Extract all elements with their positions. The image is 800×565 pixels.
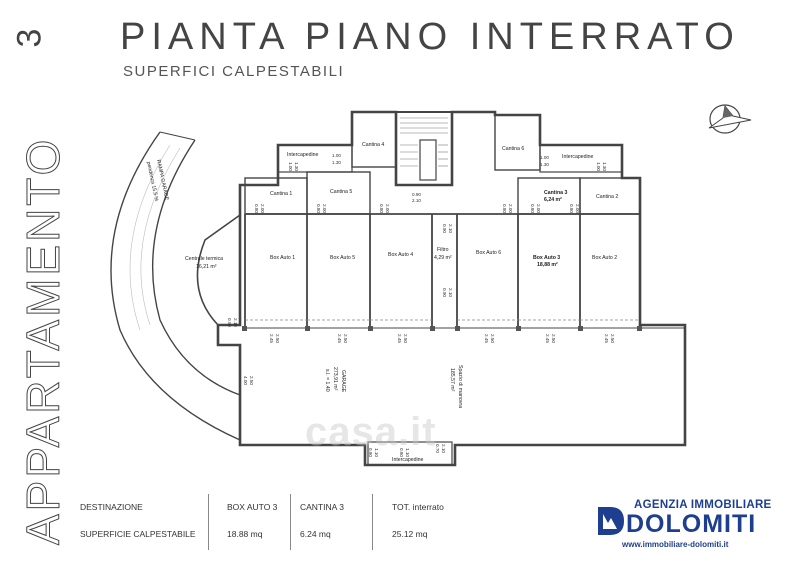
col3-header: CANTINA 3	[300, 502, 344, 512]
garage-area: 273,91 m²	[332, 367, 338, 391]
dim-label: 2.00	[260, 204, 265, 213]
dim-label: 2.10	[448, 224, 453, 233]
dim-label: 1.00	[596, 162, 601, 171]
intercapedine-left-label: Intercapedine	[287, 152, 319, 158]
garage-label: GARAGE	[340, 370, 346, 393]
table-divider	[290, 494, 291, 550]
col4-row: 25.12 mq	[392, 529, 428, 539]
dim-label: 2.50	[275, 334, 280, 343]
dim-label: 2.10	[233, 318, 238, 327]
filtro-area: 4,29 m²	[434, 255, 452, 261]
cantina-1-label: Cantina 1	[270, 191, 292, 197]
dim-label: 1.30	[602, 162, 607, 171]
dim-label: 1.10	[405, 448, 410, 457]
col3-row: 6.24 mq	[300, 529, 331, 539]
dim-label: 2.10	[448, 288, 453, 297]
watermark: casa.it	[305, 410, 437, 454]
dim-label: 2.50	[490, 334, 495, 343]
dim-label: 0.80	[368, 448, 373, 457]
dim-label: 1.30	[332, 160, 341, 165]
agency-url: www.immobiliare-dolomiti.it	[622, 540, 729, 549]
col4-header: TOT. interrato	[392, 502, 444, 512]
col2-header: BOX AUTO 3	[227, 502, 278, 512]
dim-label: 1.00	[288, 162, 293, 171]
side-title-text: APPARTAMENTO	[17, 137, 69, 545]
dim-label: 2.00	[536, 204, 541, 213]
centrale-termica-area: 16,21 m²	[196, 264, 217, 270]
box-3-area: 18,88 m²	[537, 262, 558, 268]
manovra-area: 185,57 m²	[449, 368, 455, 392]
dim-label: 0.80	[379, 204, 384, 213]
dim-label: 1.00	[332, 153, 341, 158]
dim-label: 2.50	[343, 334, 348, 343]
dim-label: 2.50	[610, 334, 615, 343]
dim-label: 0.80	[502, 204, 507, 213]
manovra-label: Spazio di manovra	[457, 365, 463, 408]
dim-label: 2.00	[322, 204, 327, 213]
cantina-6-label: Cantina 6	[502, 146, 524, 152]
agency-logo-main: DOLOMITI	[626, 510, 757, 538]
side-title: APPARTAMENTO	[4, 130, 84, 550]
col2-row: 18.88 mq	[227, 529, 263, 539]
dim-label: 4.00	[243, 376, 248, 385]
intercapedine-bottom-label: Intercapedine	[392, 457, 424, 463]
box-6-label: Box Auto 6	[476, 250, 501, 256]
dim-label: 0.90	[227, 318, 232, 327]
dim-label: 0.80	[254, 204, 259, 213]
table-divider	[208, 494, 209, 550]
dim-label: 2.00	[575, 204, 580, 213]
dim-label: 0.90	[412, 192, 421, 197]
intercapedine-right-label: Intercapedine	[562, 154, 594, 160]
dim-label: 0.80	[316, 204, 321, 213]
garage-height: s.l. = 1.40	[324, 369, 330, 392]
dim-label: 2.45	[337, 334, 342, 343]
dim-label: 0.70	[435, 444, 440, 453]
table-divider	[372, 494, 373, 550]
north-arrow-icon	[703, 98, 755, 140]
dim-label: 2.45	[484, 334, 489, 343]
col1-row: SUPERFICIE CALPESTABILE	[80, 529, 196, 539]
dim-label: 0.90	[442, 224, 447, 233]
dim-label: 2.50	[249, 376, 254, 385]
cantina-3-area: 6,24 m²	[544, 197, 562, 203]
dim-label: 2.45	[397, 334, 402, 343]
dim-label: 1.10	[374, 448, 379, 457]
summary-table: DESTINAZIONE SUPERFICIE CALPESTABILE BOX…	[70, 494, 490, 550]
cantina-5-label: Cantina 5	[330, 189, 352, 195]
agency-logo: AGENZIA IMMOBILIARE DOLOMITI www.immobil…	[596, 497, 786, 549]
dim-label: 0.80	[399, 448, 404, 457]
page-subtitle: SUPERFICI CALPESTABILI	[123, 63, 345, 80]
dolomiti-logo-icon	[598, 507, 624, 535]
dim-label: 1.30	[540, 162, 549, 167]
dim-label: 2.10	[441, 444, 446, 453]
filtro-label: Filtro	[437, 247, 449, 253]
dim-label: 1.00	[540, 155, 549, 160]
cantina-4-label: Cantina 4	[362, 142, 384, 148]
dim-label: 1.30	[294, 162, 299, 171]
box-2-label: Box Auto 2	[592, 255, 617, 261]
dim-label: 0.80	[569, 204, 574, 213]
dim-label: 2.50	[403, 334, 408, 343]
page-title: PIANTA PIANO INTERRATO	[120, 16, 740, 58]
box-1-label: Box Auto 1	[270, 255, 295, 261]
box-5-label: Box Auto 5	[330, 255, 355, 261]
dim-label: 0.80	[530, 204, 535, 213]
centrale-termica-label: Centrale termica	[185, 256, 223, 262]
cantina-2-label: Cantina 2	[596, 194, 618, 200]
dim-label: 2.45	[604, 334, 609, 343]
box-3-label: Box Auto 3	[533, 255, 560, 261]
cantina-3-label: Cantina 3	[544, 190, 567, 196]
dim-label: 2.10	[412, 198, 421, 203]
dim-label: 2.00	[508, 204, 513, 213]
box-4-label: Box Auto 4	[388, 252, 413, 258]
dim-label: 2.00	[385, 204, 390, 213]
dim-label: 0.90	[442, 288, 447, 297]
dim-label: 2.50	[551, 334, 556, 343]
col1-header: DESTINAZIONE	[80, 502, 143, 512]
dim-label: 2.45	[269, 334, 274, 343]
dim-label: 2.45	[545, 334, 550, 343]
agency-logo-top: AGENZIA IMMOBILIARE	[634, 499, 772, 511]
